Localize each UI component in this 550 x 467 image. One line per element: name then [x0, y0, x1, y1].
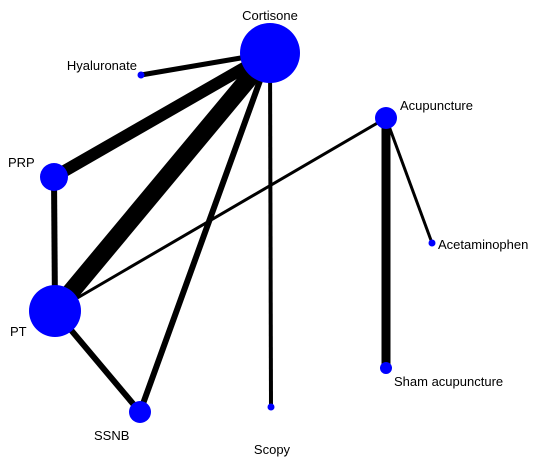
- label-pt: PT: [10, 324, 27, 339]
- edge-cortisone-pt: [48, 47, 277, 317]
- edge-cortisone-ssnb: [137, 51, 273, 414]
- label-cortisone: Cortisone: [242, 8, 298, 23]
- node-sham: [380, 362, 392, 374]
- label-hyaluronate: Hyaluronate: [67, 58, 137, 73]
- label-prp: PRP: [8, 155, 35, 170]
- label-sham: Sham acupuncture: [394, 374, 503, 389]
- node-scopy: [267, 403, 275, 411]
- node-cortisone: [240, 23, 300, 83]
- node-hyaluronate: [137, 71, 145, 79]
- label-ssnb: SSNB: [94, 428, 129, 443]
- node-ssnb: [129, 401, 151, 423]
- node-prp: [40, 163, 68, 191]
- edges-layer: [48, 47, 434, 414]
- label-scopy: Scopy: [254, 442, 291, 457]
- node-acupuncture: [375, 107, 397, 129]
- edge-cortisone-prp: [51, 47, 273, 183]
- node-acetaminophen: [428, 239, 436, 247]
- node-pt: [29, 285, 81, 337]
- edge-cortisone-scopy: [268, 52, 273, 408]
- label-acetaminophen: Acetaminophen: [438, 237, 528, 252]
- nodes-layer: [29, 23, 436, 423]
- label-acupuncture: Acupuncture: [400, 98, 473, 113]
- edge-acupuncture-acetaminophen: [384, 117, 434, 244]
- edge-pt-acupuncture: [54, 116, 387, 313]
